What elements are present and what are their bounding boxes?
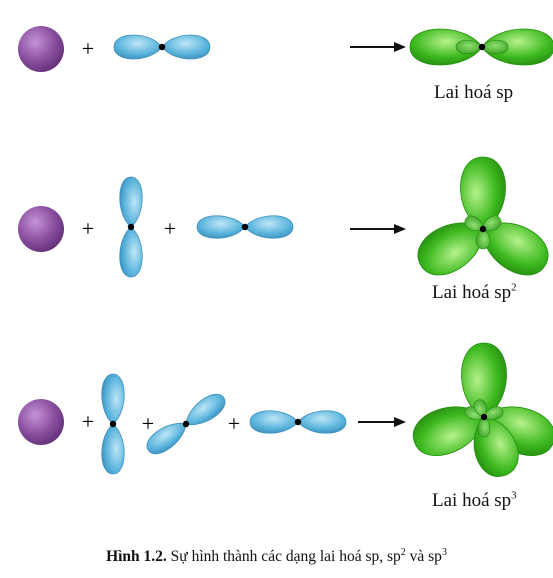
p-orbital-horizontal	[249, 410, 347, 434]
row-sp3: + + +	[18, 342, 553, 477]
plus-sign: +	[164, 216, 176, 241]
label-superscript: 3	[511, 489, 517, 502]
p-orbital-horizontal	[196, 215, 294, 239]
p-orbital-vertical	[101, 373, 125, 475]
sp-hybrid-orbital	[409, 28, 553, 66]
plus-sign: +	[82, 216, 94, 241]
plus-sign: +	[142, 411, 154, 436]
caption-text: và sp	[405, 548, 442, 565]
caption-superscript: 3	[441, 546, 447, 558]
hybridization-label-sp: Lai hoá sp	[434, 82, 513, 104]
label-superscript: 2	[511, 281, 517, 294]
s-orbital	[18, 26, 64, 72]
sp2-hybrid-orbital	[417, 156, 549, 276]
row-sp2: + +	[18, 156, 549, 278]
figure-caption: Hình 1.2. Sự hình thành các dạng lai hoá…	[0, 546, 553, 566]
label-text: Lai hoá sp	[432, 490, 512, 511]
label-text: Lai hoá sp	[434, 82, 514, 103]
label-text: Lai hoá sp	[432, 282, 512, 303]
plus-sign: +	[82, 36, 94, 61]
figure-number: Hình 1.2.	[106, 548, 167, 565]
hybridization-label-sp3: Lai hoá sp3	[432, 490, 517, 512]
p-orbital	[113, 34, 211, 60]
plus-sign: +	[228, 411, 240, 436]
p-orbital-diagonal	[146, 393, 226, 455]
hybridization-label-sp2: Lai hoá sp2	[432, 282, 517, 304]
s-orbital	[18, 399, 64, 445]
plus-sign: +	[82, 409, 94, 434]
caption-superscript: 2	[400, 546, 406, 558]
sp3-hybrid-orbital	[412, 342, 553, 477]
s-orbital	[18, 206, 64, 252]
p-orbital-vertical	[119, 176, 143, 278]
row-sp: +	[18, 26, 553, 72]
caption-text: Sự hình thành các dạng lai hoá sp, sp	[166, 548, 401, 565]
